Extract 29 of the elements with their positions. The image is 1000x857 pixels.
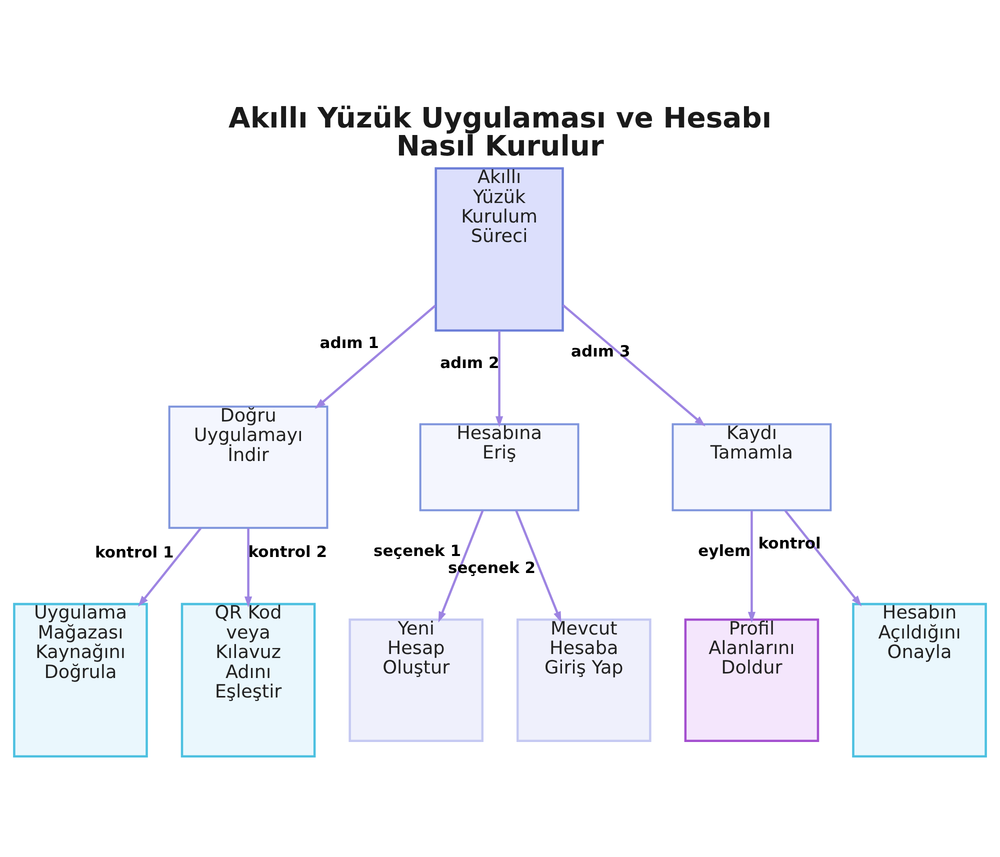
arrow: [562, 304, 706, 426]
edge-label: kontrol 2: [248, 543, 328, 562]
node-box: Uygulama Mağazası Kaynağını Doğrula: [13, 602, 148, 758]
node-box: Yeni Hesap Oluştur: [348, 618, 484, 742]
edge-label: seçenek 1: [374, 542, 462, 560]
arrow: [748, 510, 756, 623]
arrow: [515, 510, 562, 623]
node-box: Kaydı Tamamla: [672, 423, 832, 512]
edge-label: adım 2: [440, 354, 500, 372]
edge-label: seçenek 2: [448, 558, 536, 577]
arrow: [438, 510, 484, 623]
node-box: Profil Alanlarını Doldur: [684, 618, 820, 742]
arrow: [496, 330, 504, 428]
arrow: [138, 528, 202, 607]
node-box: Mevcut Hesaba Giriş Yap: [516, 618, 652, 742]
edge-label: adım 1: [320, 334, 379, 352]
arrow: [314, 304, 436, 409]
node-box: Doğru Uygulamayı İndir: [168, 406, 328, 529]
node-box: Akıllı Yüzük Kurulum Süreci: [434, 167, 564, 332]
edge-label: eylem: [698, 542, 751, 560]
arrow: [784, 510, 862, 606]
edge-label: adım 3: [571, 342, 630, 360]
arrow: [244, 528, 252, 608]
edge-label: kontrol: [758, 534, 821, 553]
node-box: Hesabın Açıldığını Onayla: [852, 602, 987, 758]
diagram-title: Akıllı Yüzük Uygulaması ve Hesabı Nasıl Kurulur: [228, 101, 772, 163]
node-box: Hesabına Eriş: [419, 423, 580, 512]
node-box: QR Kod veya Kılavuz Adını Eşleştir: [180, 602, 316, 758]
edge-label: kontrol 1: [94, 544, 174, 562]
